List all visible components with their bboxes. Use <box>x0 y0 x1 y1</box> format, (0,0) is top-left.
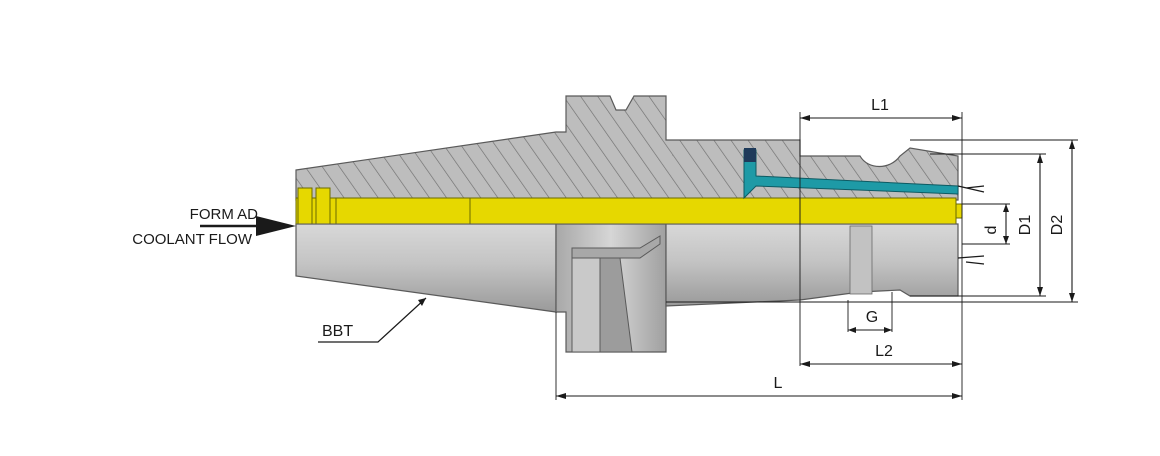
lower-shank <box>665 223 959 307</box>
dim-L-label: L <box>774 375 783 392</box>
dim-D1-label: D1 <box>1017 215 1034 236</box>
dim-d-arrows <box>1003 204 1009 244</box>
coolant-step <box>955 203 963 219</box>
dim-L2-label: L2 <box>875 343 893 360</box>
dim-G-label: G <box>866 309 878 326</box>
coolant-ring-1 <box>297 187 313 225</box>
shank-ring <box>849 225 873 295</box>
flow-label-line2: COOLANT FLOW <box>132 231 253 248</box>
dim-D2-label: D2 <box>1049 215 1066 236</box>
flow-arrow-icon <box>256 216 296 236</box>
bbt-leader-arrow <box>418 298 426 306</box>
coolant-ring-2 <box>315 187 331 225</box>
bbt-leader <box>318 297 427 343</box>
coolant-bore <box>295 197 957 225</box>
dim-d-label: d <box>983 226 1000 235</box>
upper-section-hatched <box>295 95 959 201</box>
bbt-label: BBT <box>322 323 353 340</box>
flange-key-face <box>571 257 601 353</box>
flow-label-line1: FORM AD <box>190 206 259 223</box>
dim-L1-label: L1 <box>871 97 889 114</box>
channel-plug <box>744 148 756 162</box>
